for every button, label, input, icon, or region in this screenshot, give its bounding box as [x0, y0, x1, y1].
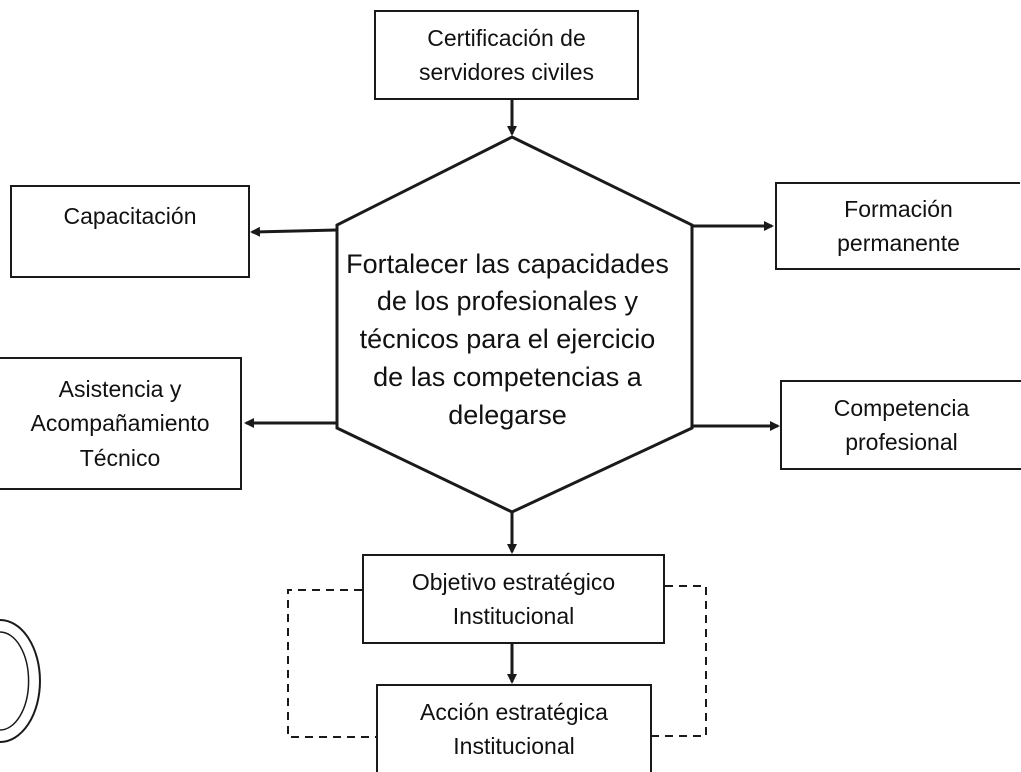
node-objetivo: Objetivo estratégico Institucional — [362, 554, 665, 644]
node-centro-label: Fortalecer las capacidades de los profes… — [346, 248, 669, 430]
seal-stamp-inner — [0, 631, 30, 731]
node-formacion: Formación permanente — [775, 182, 1020, 270]
node-accion: Acción estratégica Institucional — [376, 684, 652, 772]
node-certificacion: Certificación de servidores civiles — [374, 10, 639, 100]
arrow-center-to-capacitacion — [250, 226, 338, 237]
node-asistencia: Asistencia y Acompañamiento Técnico — [0, 357, 242, 490]
node-formacion-label: Formación permanente — [837, 195, 960, 257]
node-objetivo-label: Objetivo estratégico Institucional — [411, 568, 616, 630]
dashed-loop-right — [652, 585, 707, 737]
node-asistencia-label: Asistencia y Acompañamiento Técnico — [30, 375, 210, 471]
node-capacitacion: Capacitación — [10, 185, 250, 278]
node-accion-label: Acción estratégica Institucional — [420, 698, 608, 760]
seal-stamp-fragment — [0, 619, 41, 743]
node-certificacion-label: Certificación de servidores civiles — [418, 24, 595, 86]
dashed-loop-left — [287, 589, 376, 738]
node-competencia: Competencia profesional — [780, 380, 1021, 470]
node-competencia-label: Competencia profesional — [833, 394, 970, 456]
node-centro: Fortalecer las capacidades de los profes… — [330, 240, 685, 440]
node-capacitacion-label: Capacitación — [63, 203, 197, 230]
